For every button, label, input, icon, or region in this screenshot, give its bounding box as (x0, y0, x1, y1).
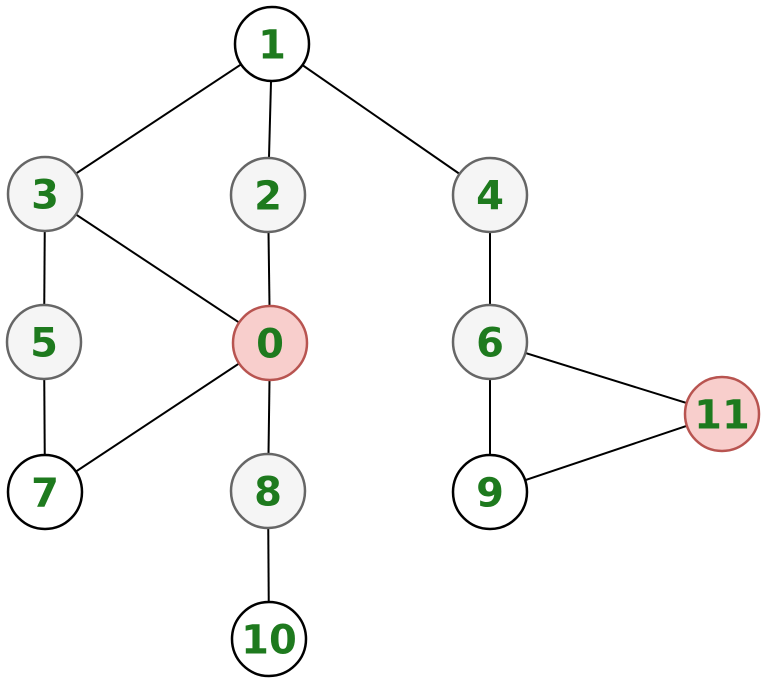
graph-node-label-4: 4 (476, 174, 504, 220)
graph-node-1: 1 (233, 5, 311, 83)
graph-edge-3-0 (44, 193, 271, 344)
graph-edge-0-7 (44, 342, 271, 493)
graph-node-circle-4 (451, 156, 529, 234)
graph-node-label-5: 5 (30, 321, 58, 367)
graph-node-circle-3 (6, 155, 84, 233)
graph-node-label-1: 1 (258, 23, 286, 69)
graph-node-circle-5 (5, 303, 83, 381)
graph-node-10: 10 (230, 600, 308, 678)
graph-node-circle-8 (229, 452, 307, 530)
graph-node-label-0: 0 (256, 322, 284, 368)
graph-edge-6-11 (489, 341, 723, 415)
graph-node-7: 7 (6, 453, 84, 531)
graph-node-circle-1 (233, 5, 311, 83)
graph-node-3: 3 (6, 155, 84, 233)
graph-node-circle-7 (6, 453, 84, 531)
graph-node-circle-11 (683, 375, 761, 453)
graph-node-circle-10 (230, 600, 308, 678)
graph-node-label-2: 2 (254, 174, 282, 220)
graph-node-0: 0 (231, 304, 309, 382)
graph-edge-1-3 (44, 43, 273, 195)
graph-node-6: 6 (451, 303, 529, 381)
graph-node-circle-9 (451, 453, 529, 531)
graph-node-5: 5 (5, 303, 83, 381)
graph-node-label-9: 9 (476, 471, 504, 517)
graph-node-circle-6 (451, 303, 529, 381)
graph-edge-9-11 (489, 413, 723, 493)
graph-node-label-7: 7 (31, 471, 59, 517)
graph-node-label-11: 11 (694, 393, 750, 439)
graph-node-9: 9 (451, 453, 529, 531)
graph-edge-1-4 (271, 43, 491, 196)
graph-node-label-8: 8 (254, 470, 282, 516)
graph-node-4: 4 (451, 156, 529, 234)
graph-node-11: 11 (683, 375, 761, 453)
node-layer: 1 3 2 4 5 0 6 11 7 8 9 10 (5, 5, 761, 678)
edge-layer (43, 43, 723, 640)
graph-node-label-6: 6 (476, 321, 504, 367)
graph-node-circle-0 (231, 304, 309, 382)
graph-node-circle-2 (229, 156, 307, 234)
graph-node-2: 2 (229, 156, 307, 234)
graph-node-label-3: 3 (31, 173, 59, 219)
graph-node-label-10: 10 (241, 618, 297, 664)
graph-node-8: 8 (229, 452, 307, 530)
